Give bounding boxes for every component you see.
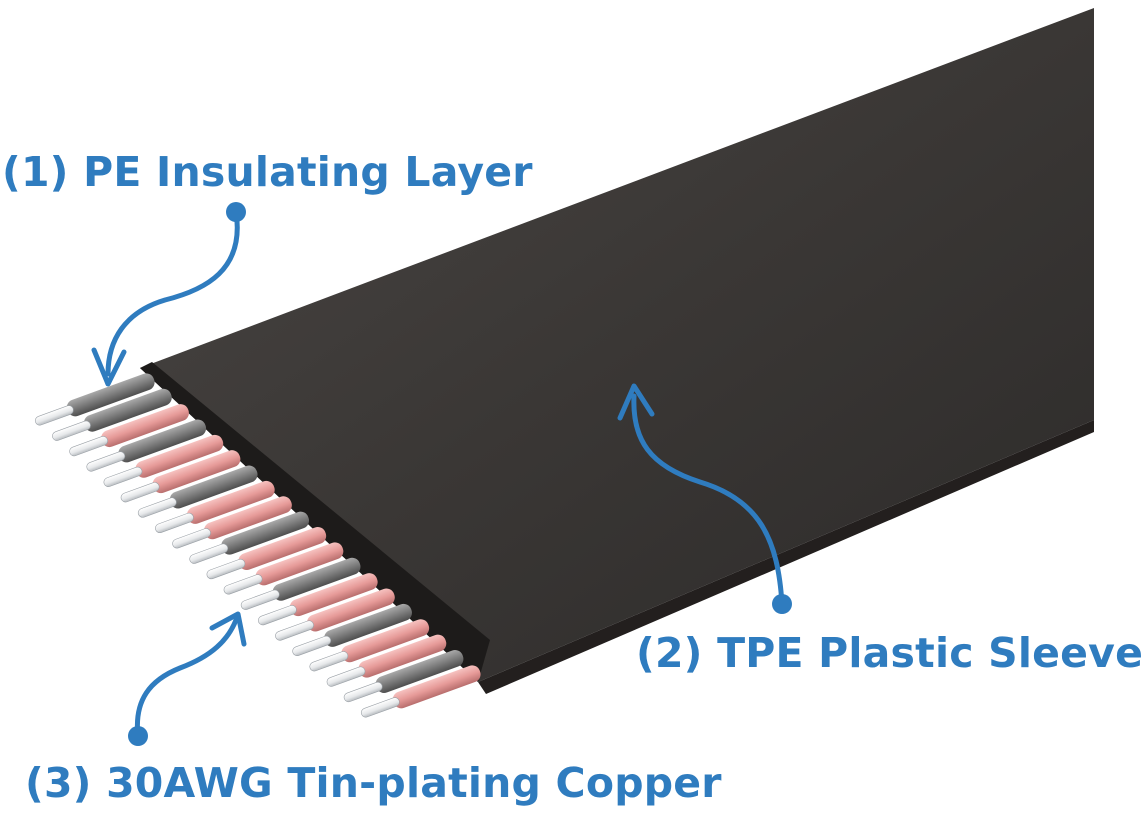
conductor (103, 434, 224, 487)
copper-wire (86, 451, 126, 472)
gray-insulation (83, 388, 172, 432)
copper-wire (360, 697, 400, 718)
conductor (360, 665, 481, 718)
copper-wire (52, 420, 91, 441)
copper-wire (69, 435, 109, 457)
copper-wire (189, 543, 229, 564)
conductor (52, 388, 172, 441)
copper-wire (240, 589, 280, 610)
pink-insulation (289, 573, 378, 617)
copper-wire (120, 482, 160, 503)
copper-wire (258, 605, 297, 626)
pe-insulating-layer-label: (1) PE Insulating Layer (2, 148, 533, 196)
conductor (309, 619, 430, 672)
copper-wire (172, 528, 211, 549)
tpe-plastic-sleeve (140, 8, 1094, 694)
pink-insulation (238, 527, 327, 570)
gray-insulation (221, 511, 310, 555)
gray-insulation (169, 465, 258, 509)
pink-insulation (392, 665, 481, 709)
conductor (275, 588, 395, 641)
conductor (189, 511, 310, 564)
conductor (34, 373, 155, 426)
conductor (292, 603, 412, 656)
conductor-bundle (34, 373, 481, 718)
conductor (258, 573, 378, 626)
conductor (120, 450, 241, 503)
copper-wire (103, 466, 143, 487)
conductor (223, 542, 344, 595)
copper-wire (309, 651, 349, 672)
pink-insulation (358, 634, 447, 678)
pe-layer-arrow (91, 202, 246, 387)
pink-insulation (255, 542, 344, 586)
copper-wire (155, 512, 194, 534)
conductor (137, 465, 258, 518)
conductor (326, 634, 447, 687)
pink-insulation (101, 404, 189, 448)
copper-wire (326, 666, 366, 687)
pink-insulation (186, 480, 275, 524)
conductor (172, 496, 292, 549)
conductor (240, 557, 361, 610)
pink-insulation (135, 434, 224, 478)
conductor (69, 404, 189, 457)
tpe-sleeve-arrow (617, 383, 792, 614)
gray-insulation (118, 419, 207, 463)
gray-insulation (66, 373, 155, 417)
copper-wire (223, 574, 263, 595)
tin-plating-copper-label: (3) 30AWG Tin-plating Copper (25, 759, 722, 807)
copper-wire (206, 558, 246, 580)
copper-wire (275, 620, 314, 641)
gray-insulation (375, 649, 464, 693)
pink-insulation (152, 450, 241, 494)
copper-wire (137, 497, 177, 518)
conductor (155, 480, 275, 534)
conductor (343, 649, 464, 703)
gray-insulation (272, 557, 361, 601)
conductor (86, 419, 207, 472)
conductor (206, 527, 327, 580)
copper-arrow (128, 611, 247, 746)
flat-cable-diagram (34, 8, 1094, 746)
gray-insulation (324, 603, 412, 647)
pink-insulation (307, 588, 395, 632)
copper-wire (292, 635, 332, 656)
pink-insulation (341, 619, 430, 663)
tpe-plastic-sleeve-label: (2) TPE Plastic Sleeve (636, 629, 1143, 677)
pink-insulation (204, 496, 292, 540)
copper-wire (343, 681, 383, 703)
copper-wire (34, 405, 74, 426)
